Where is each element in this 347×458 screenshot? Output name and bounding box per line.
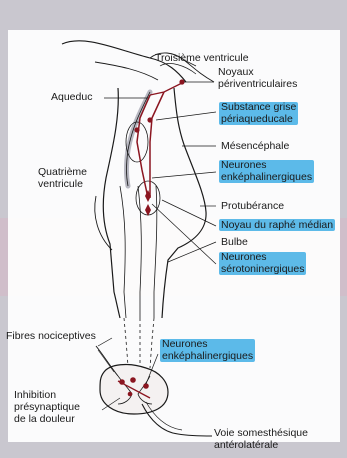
label-aqueduc: Aqueduc — [51, 91, 92, 103]
label-quatrieme-ventricule: Quatrième ventricule — [38, 166, 87, 190]
label-noyau-raphe: Noyau du raphé médian — [219, 219, 335, 231]
label-troisieme-ventricule: Troisième ventricule — [155, 52, 249, 64]
label-mesencephale: Mésencéphale — [221, 140, 289, 152]
label-neurones-enkephalinergiques-1: Neurones enképhalinergiques — [219, 160, 314, 183]
spinal-soma-2 — [130, 377, 136, 383]
label-neurones-enkephalinergiques-2: Neurones enképhalinergiques — [160, 339, 255, 362]
label-inhibition-presynaptique: Inhibition présynaptique de la douleur — [14, 389, 80, 425]
spinal-soma-4 — [128, 392, 133, 397]
label-noyaux-periventriculaires: Noyaux périventriculaires — [218, 67, 297, 90]
pag-soma-right — [147, 117, 152, 122]
label-fibres-nociceptives: Fibres nociceptives — [6, 330, 96, 342]
spinal-soma-1 — [119, 379, 125, 385]
spinal-soma-3 — [143, 383, 149, 389]
pag-soma-left — [134, 127, 139, 132]
label-neurones-serotoninergiques: Neurones sérotoninergiques — [219, 252, 306, 275]
label-substance-grise: Substance grise périaqueducale — [219, 102, 298, 125]
label-bulbe: Bulbe — [221, 236, 248, 248]
periventricular-soma — [179, 79, 184, 84]
background-text-top-right — [212, 4, 217, 30]
label-voie-somesthesique: Voie somesthésique antérolatérale — [214, 427, 308, 451]
label-protuberance: Protubérance — [221, 200, 284, 212]
